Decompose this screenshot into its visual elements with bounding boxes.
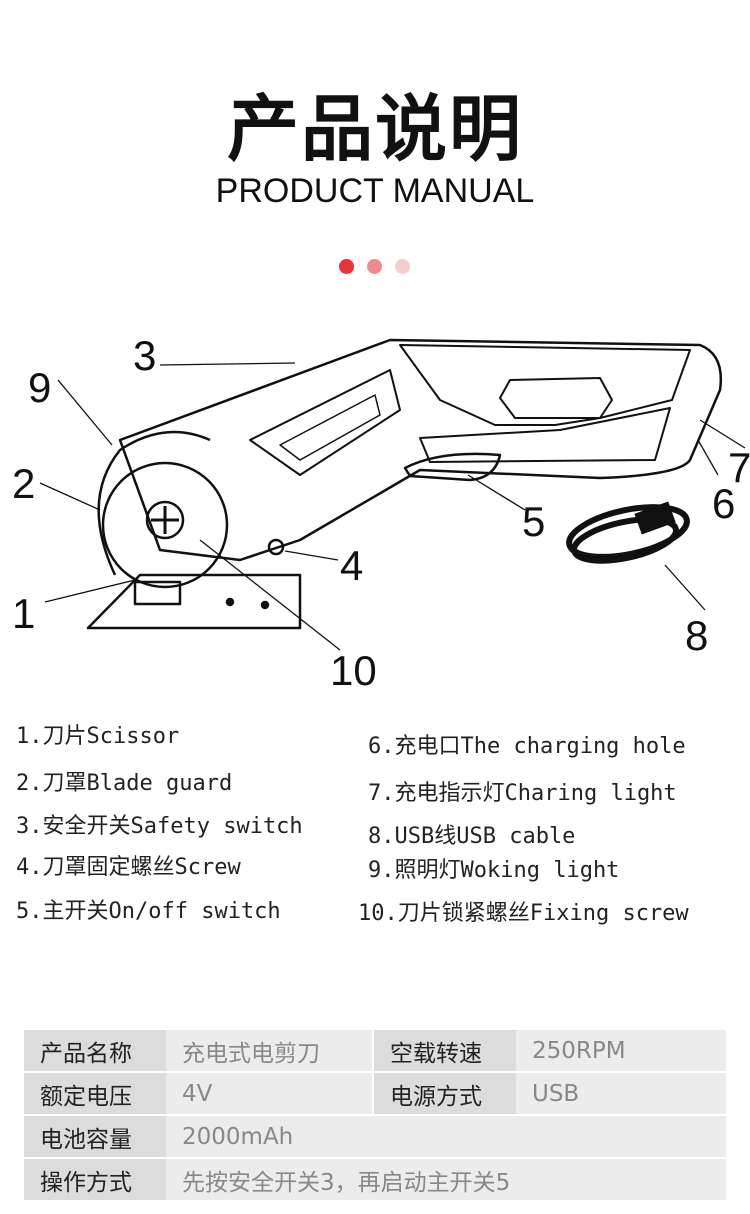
dot-3 <box>395 259 410 274</box>
spec-value: 4V <box>166 1072 373 1116</box>
spec-key: 额定电压 <box>24 1072 166 1116</box>
spec-value: 2000mAh <box>166 1115 726 1159</box>
spec-key: 电源方式 <box>372 1072 516 1116</box>
part-label-3: 3.安全开关Safety switch <box>16 814 303 839</box>
spec-key: 空载转速 <box>372 1030 516 1073</box>
carousel-dots <box>339 259 419 275</box>
callout-8: 8 <box>685 612 708 659</box>
usb-cable-icon <box>566 501 690 564</box>
blade-center-screw <box>145 500 185 540</box>
part-label-4: 4.刀罩固定螺丝Screw <box>16 855 241 880</box>
spec-key: 操作方式 <box>24 1158 166 1202</box>
part-label-1: 1.刀片Scissor <box>16 724 180 749</box>
part-label-9: 9.照明灯Woking light <box>368 858 620 883</box>
page-title: 产品说明 <box>226 87 523 171</box>
part-label-2: 2.刀罩Blade guard <box>16 771 233 796</box>
callout-7: 7 <box>728 444 750 491</box>
handle-body <box>118 338 723 562</box>
grip-window <box>499 377 613 419</box>
spec-row: 操作方式 先按安全开关3，再启动主开关5 <box>24 1158 726 1202</box>
callout-3: 3 <box>133 332 156 379</box>
blade <box>101 461 229 589</box>
guard-screw <box>267 538 285 556</box>
dot-1 <box>339 259 354 274</box>
spec-value: 充电式电剪刀 <box>166 1030 373 1073</box>
callout-9: 9 <box>28 364 51 411</box>
housing-triangle <box>249 369 401 476</box>
spec-row: 电池容量 2000mAh <box>24 1115 726 1159</box>
callout-5: 5 <box>522 498 545 545</box>
spec-value: USB <box>516 1072 726 1116</box>
part-label-7: 7.充电指示灯Charing light <box>368 781 677 806</box>
callout-6: 6 <box>712 480 735 527</box>
base-plate <box>86 573 302 630</box>
product-diagram: 1 2 3 4 5 6 7 8 9 10 <box>12 332 750 694</box>
blade-guard <box>97 430 211 576</box>
part-label-6: 6.充电口The charging hole <box>368 734 686 759</box>
callout-4: 4 <box>340 542 363 589</box>
grip-panel <box>399 344 691 426</box>
callout-10: 10 <box>330 647 377 694</box>
spec-row: 产品名称 充电式电剪刀 空载转速 250RPM <box>24 1030 726 1073</box>
spec-key: 电池容量 <box>24 1115 166 1159</box>
spec-value: 250RPM <box>516 1030 726 1073</box>
page-subtitle: PRODUCT MANUAL <box>215 172 535 210</box>
spec-value: 先按安全开关3，再启动主开关5 <box>166 1158 726 1202</box>
spec-row: 额定电压 4V 电源方式 USB <box>24 1072 726 1116</box>
part-label-5: 5.主开关On/off switch <box>16 899 281 924</box>
part-label-8: 8.USB线USB cable <box>368 824 576 849</box>
callout-2: 2 <box>12 460 35 507</box>
part-label-10: 10.刀片锁紧螺丝Fixing screw <box>358 901 689 926</box>
dot-2 <box>367 259 382 274</box>
trigger <box>403 452 502 482</box>
callout-1: 1 <box>12 590 35 637</box>
spec-key: 产品名称 <box>24 1030 166 1073</box>
spec-table: 产品名称 充电式电剪刀 空载转速 250RPM 额定电压 4V 电源方式 USB… <box>24 1030 726 1202</box>
housing-triangle-inner <box>279 394 381 461</box>
